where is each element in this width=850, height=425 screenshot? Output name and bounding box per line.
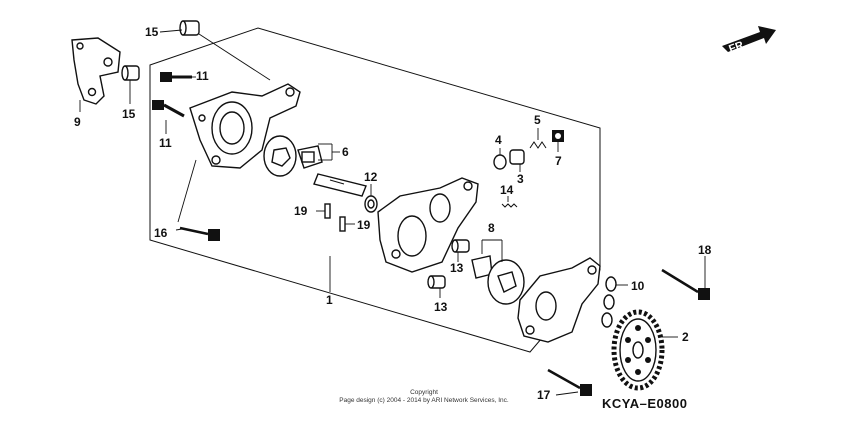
seal-washer-part[interactable] xyxy=(364,195,378,213)
front-direction-label: FR. xyxy=(727,38,748,55)
copyright-line: Copyright xyxy=(410,389,438,396)
callout-label: 16 xyxy=(154,226,168,240)
dowel-pin-part[interactable] xyxy=(121,65,140,81)
pump-middle-plate-part[interactable] xyxy=(377,177,479,273)
callout-label: 3 xyxy=(517,172,524,186)
callout-label: 1 xyxy=(326,293,333,307)
callout-label: 6 xyxy=(342,145,349,159)
pump-cover-part[interactable] xyxy=(517,257,601,343)
callout-label: 12 xyxy=(364,170,378,184)
relief-spring-part[interactable] xyxy=(529,141,547,149)
callout-label: 19 xyxy=(357,218,371,232)
drive-gear-part[interactable] xyxy=(611,309,665,391)
bolt-part[interactable] xyxy=(179,226,220,241)
callout-label: 8 xyxy=(488,221,495,235)
callout-label: 11 xyxy=(159,136,172,150)
relief-valve-plug-part[interactable] xyxy=(552,130,564,142)
pump-shaft-part[interactable] xyxy=(313,173,367,197)
callout-label: 5 xyxy=(534,113,541,127)
callout-label: 11 xyxy=(196,69,209,83)
callout-label: 7 xyxy=(555,154,562,168)
bolt-part[interactable] xyxy=(661,268,710,300)
rotor-set-part[interactable] xyxy=(471,255,525,305)
relief-valve-cap-part[interactable] xyxy=(493,154,507,170)
bolt-part[interactable] xyxy=(152,100,185,118)
callout-label: 18 xyxy=(698,243,712,257)
pump-body-part[interactable] xyxy=(189,83,301,169)
front-direction-arrow-icon: FR. xyxy=(722,26,776,56)
spring-pin-part[interactable] xyxy=(501,203,518,208)
bolt-part[interactable] xyxy=(160,72,192,82)
callout-label: 13 xyxy=(450,261,464,275)
bolt-part[interactable] xyxy=(547,368,592,396)
callout-label: 17 xyxy=(537,388,551,402)
pin-part[interactable] xyxy=(324,203,331,219)
callout-label: 9 xyxy=(74,115,81,129)
diagram-code: KCYA–E0800 xyxy=(602,396,687,411)
callout-label: 10 xyxy=(631,279,645,293)
pin-part[interactable] xyxy=(339,216,346,232)
copyright-line: Page design (c) 2004 - 2014 by ARI Netwo… xyxy=(339,397,509,404)
dowel-pin-part[interactable] xyxy=(179,20,200,36)
callout-label: 19 xyxy=(294,204,308,218)
o-ring-part[interactable] xyxy=(601,276,617,328)
callout-label: 14 xyxy=(500,183,514,197)
callout-label: 15 xyxy=(145,25,159,39)
callout-label: 2 xyxy=(682,330,689,344)
callout-label: 4 xyxy=(495,133,502,147)
rotor-set-part[interactable] xyxy=(263,135,323,177)
bracket-part[interactable] xyxy=(71,37,121,105)
callout-label: 15 xyxy=(122,107,136,121)
collar-part[interactable] xyxy=(427,275,446,289)
callout-label: 13 xyxy=(434,300,448,314)
collar-part[interactable] xyxy=(451,239,470,253)
relief-valve-piston-part[interactable] xyxy=(509,149,525,165)
